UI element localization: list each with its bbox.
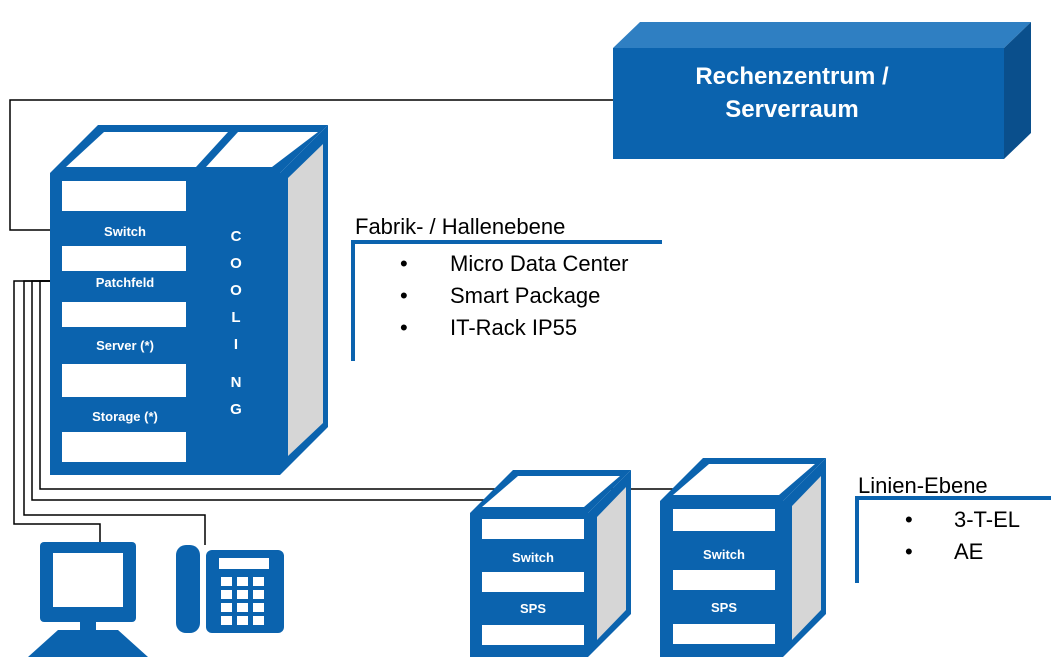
- datacenter-side-face: [1004, 22, 1031, 159]
- line-datacenter-to-switch: [9, 99, 613, 231]
- small-rack-1: Switch SPS: [470, 470, 631, 657]
- datacenter-title-line1: Rechenzentrum /: [695, 63, 889, 90]
- small-rack-2-switch-label: Switch: [703, 547, 745, 562]
- main-rack-blank-slot-1: [62, 181, 186, 211]
- small-rack-1-blank-slot-1: [482, 519, 584, 539]
- line-level-item-2: AE: [954, 539, 983, 564]
- cooling-letter-7: G: [230, 401, 242, 418]
- small-rack-2: Switch SPS: [660, 458, 826, 657]
- small-rack-1-blank-slot-3: [482, 625, 584, 645]
- factory-level-item-2: Smart Package: [450, 283, 600, 308]
- line-level-bullet-1: •: [905, 507, 913, 532]
- datacenter-box: Rechenzentrum / Serverraum: [613, 22, 1031, 159]
- small-rack-2-top-panel: [673, 464, 815, 495]
- small-rack-1-side-panel: [597, 487, 626, 640]
- small-rack-1-switch-label: Switch: [512, 550, 554, 565]
- factory-level-heading: Fabrik- / Hallenebene: [355, 214, 565, 239]
- cooling-letter-5: I: [234, 336, 238, 353]
- factory-level-item-3: IT-Rack IP55: [450, 315, 577, 340]
- factory-level-underline: [354, 240, 662, 244]
- line-level-item-1: 3-T-EL: [954, 507, 1020, 532]
- line-level-legend: Linien-Ebene • 3-T-EL • AE: [855, 473, 1051, 583]
- cooling-letter-4: L: [231, 309, 240, 326]
- computer-screen: [53, 553, 123, 607]
- main-rack-top-panel-left: [66, 132, 228, 167]
- computer-stand: [80, 622, 96, 632]
- cooling-letter-3: O: [230, 282, 242, 299]
- factory-level-bullet-3: •: [400, 315, 408, 340]
- datacenter-top-face: [613, 22, 1031, 48]
- main-rack-storage-label: Storage (*): [92, 409, 158, 424]
- factory-level-bullet-1: •: [400, 251, 408, 276]
- main-rack-blank-slot-3: [62, 302, 186, 327]
- telephone-keypad: [221, 577, 264, 625]
- main-rack-blank-slot-2: [62, 246, 186, 271]
- line-level-bullet-2: •: [905, 539, 913, 564]
- small-rack-2-blank-slot-3: [673, 624, 775, 644]
- cooling-label: C O O L I N G: [230, 228, 242, 418]
- line-level-vertical-bar: [855, 496, 859, 583]
- main-rack-side-panel: [288, 144, 323, 456]
- main-rack-blank-slot-4: [62, 364, 186, 397]
- factory-level-legend: Fabrik- / Hallenebene • Micro Data Cente…: [351, 214, 662, 361]
- factory-level-item-1: Micro Data Center: [450, 251, 629, 276]
- computer-icon: [28, 542, 148, 657]
- small-rack-2-side-panel: [792, 476, 821, 640]
- cooling-letter-1: C: [231, 228, 242, 245]
- small-rack-1-sps-label: SPS: [520, 601, 546, 616]
- main-rack-switch-label: Switch: [104, 224, 146, 239]
- computer-keyboard: [28, 630, 148, 657]
- factory-level-vertical-bar: [351, 240, 355, 361]
- datacenter-front-face: [613, 48, 1004, 159]
- datacenter-title-line2: Serverraum: [725, 96, 858, 123]
- telephone-icon: [176, 545, 284, 633]
- small-rack-2-blank-slot-1: [673, 509, 775, 531]
- small-rack-2-sps-label: SPS: [711, 600, 737, 615]
- telephone-handset: [176, 545, 200, 633]
- main-rack-top-panel-right: [206, 132, 318, 167]
- cooling-letter-6: N: [231, 374, 242, 391]
- line-level-heading: Linien-Ebene: [858, 473, 988, 498]
- main-rack-server-label: Server (*): [96, 338, 154, 353]
- line-level-underline: [858, 496, 1051, 500]
- telephone-display: [219, 558, 269, 569]
- factory-level-bullet-2: •: [400, 283, 408, 308]
- small-rack-2-blank-slot-2: [673, 570, 775, 590]
- main-rack-patchfeld-label: Patchfeld: [96, 275, 155, 290]
- small-rack-1-blank-slot-2: [482, 572, 584, 592]
- main-rack-blank-slot-5: [62, 432, 186, 462]
- main-rack: Switch Patchfeld Server (*) Storage (*) …: [50, 125, 328, 475]
- small-rack-1-top-panel: [482, 476, 620, 507]
- cooling-letter-2: O: [230, 255, 242, 272]
